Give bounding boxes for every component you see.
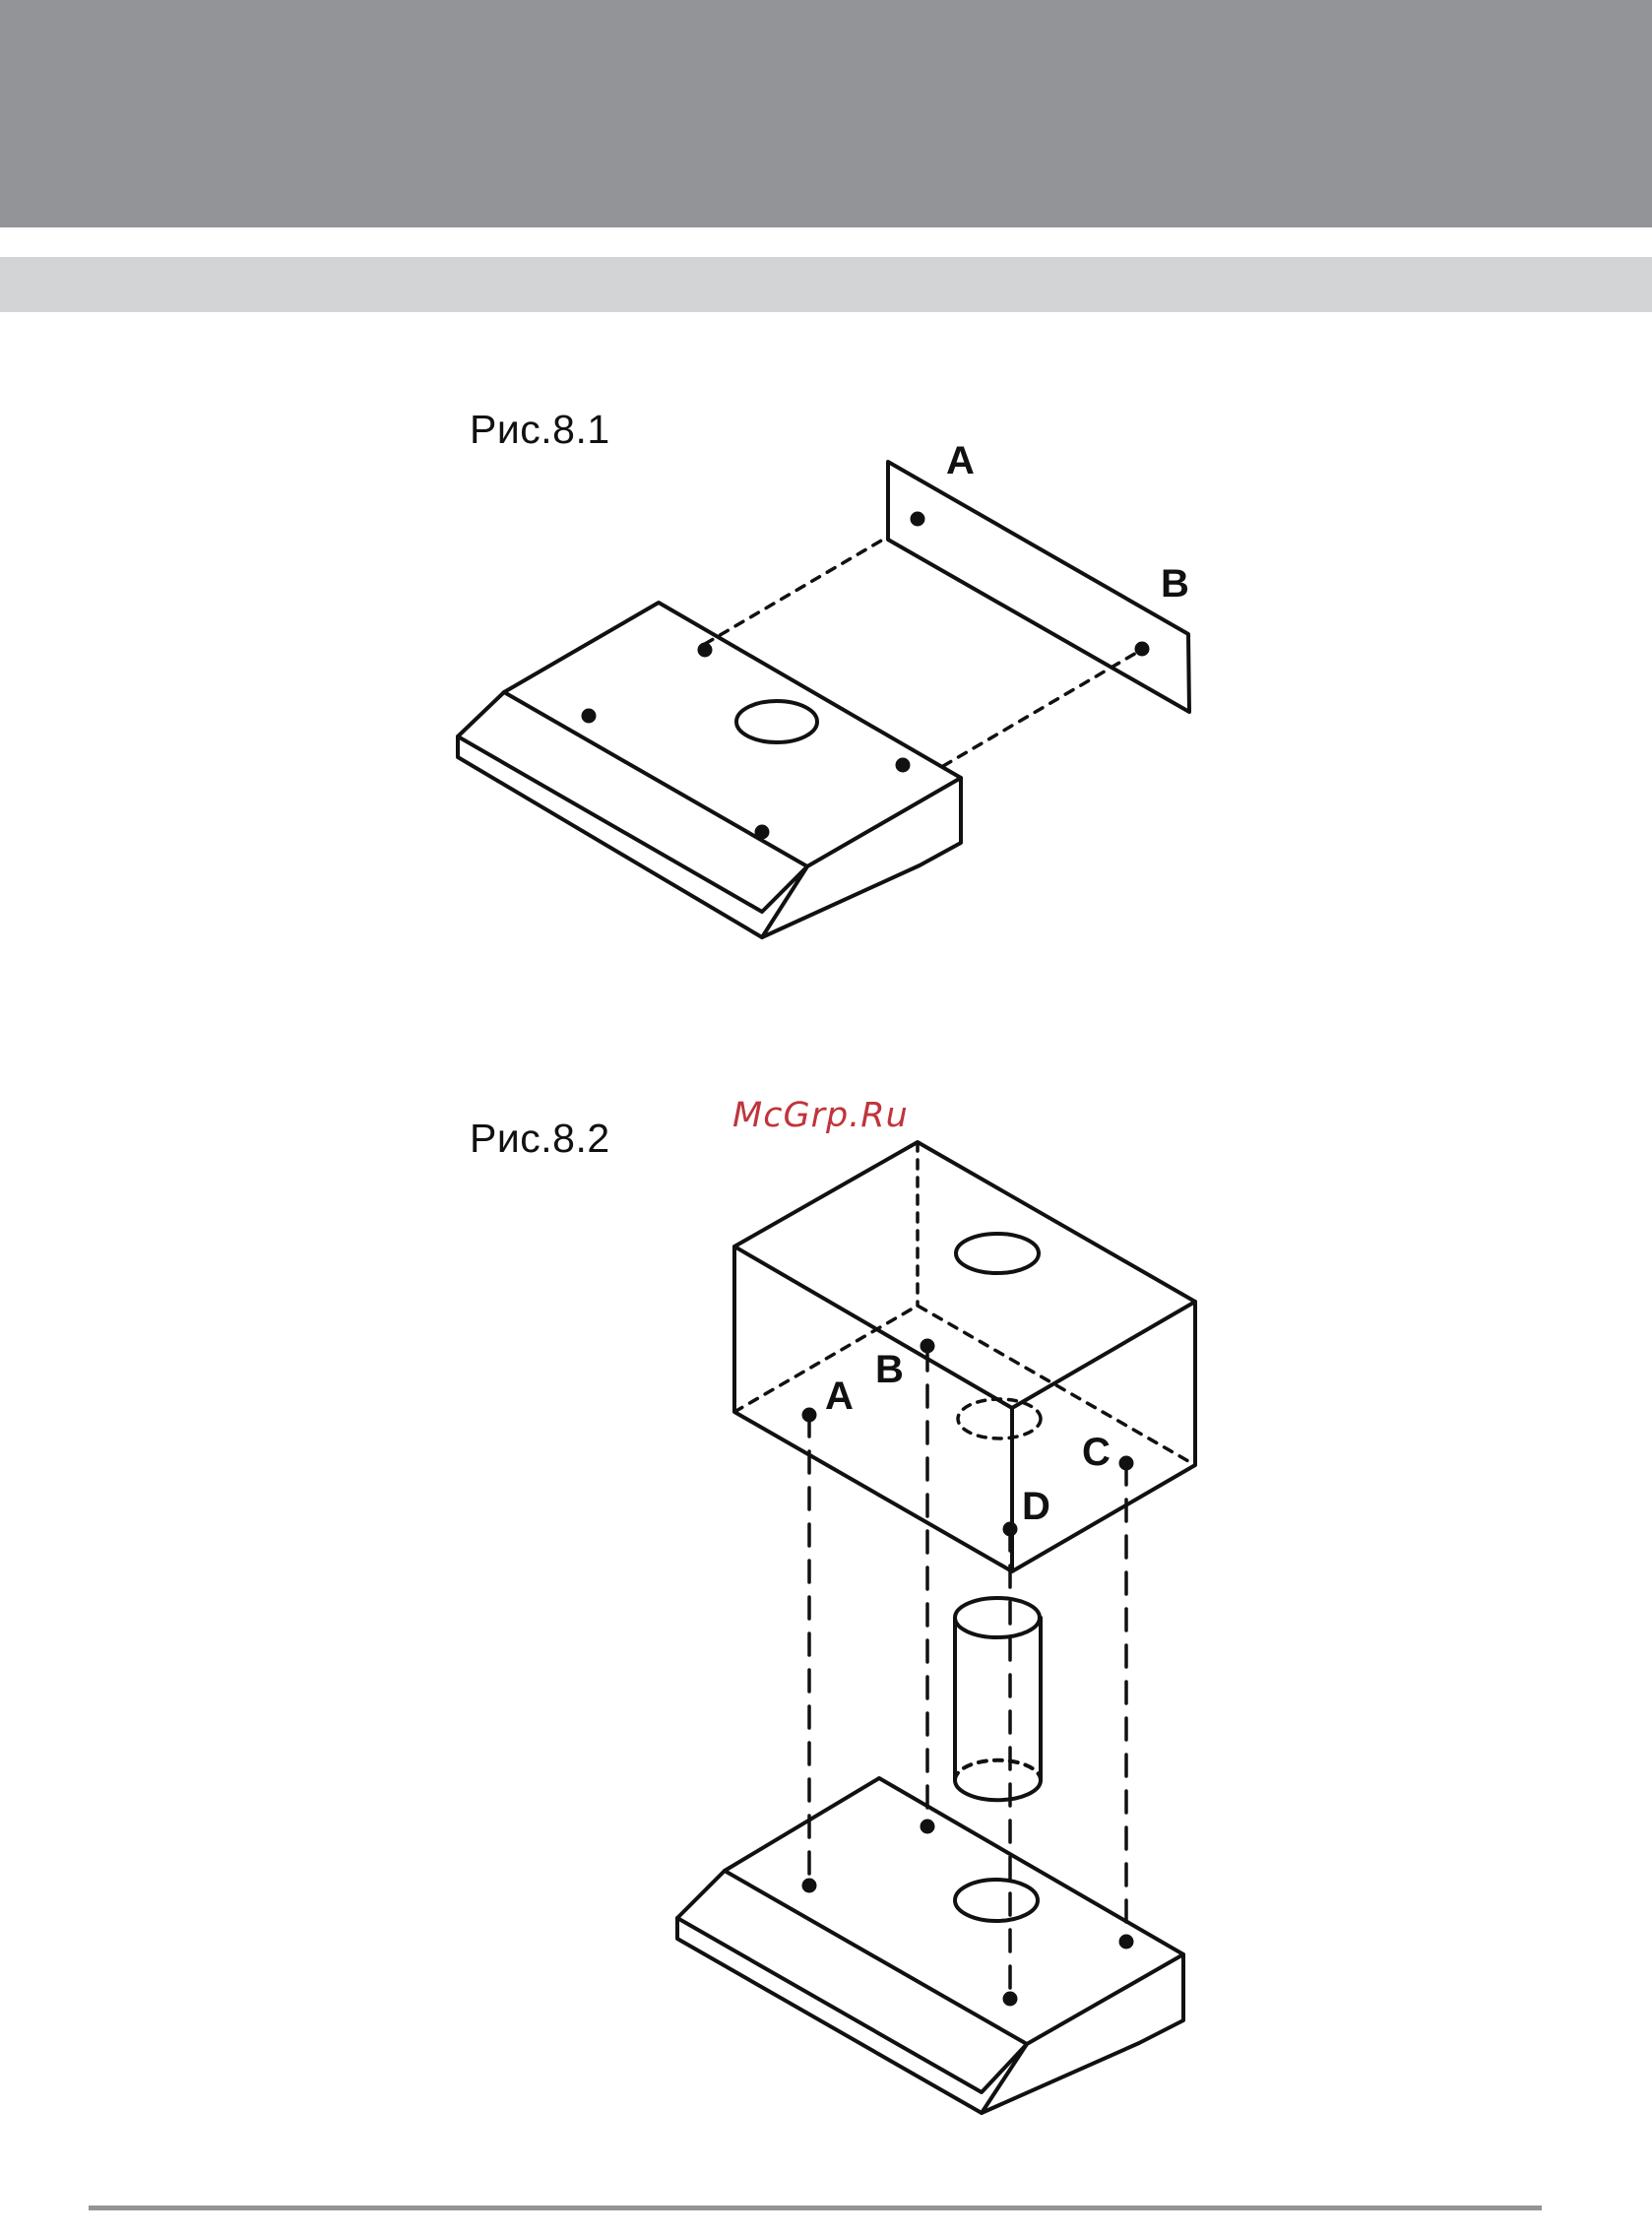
label-bracket-b: B <box>1161 562 1189 606</box>
label-point-b: B <box>875 1348 904 1391</box>
screw-hole <box>922 1822 933 1832</box>
vertical-alignment-lines <box>809 1349 1126 1999</box>
hidden-duct-opening <box>958 1399 1041 1438</box>
screw-hole <box>1005 1994 1016 2005</box>
outlet-circle <box>736 701 817 742</box>
pipe <box>955 1618 1041 1780</box>
screw-hole <box>584 711 595 722</box>
wall-bracket <box>888 462 1189 712</box>
screw-hole <box>898 760 909 771</box>
screw-hole <box>804 1881 815 1891</box>
screw-hole <box>700 645 711 656</box>
figure-8-2 <box>677 1142 1195 2113</box>
screw-hole <box>1005 1524 1016 1535</box>
footer-rule <box>89 2205 1542 2210</box>
label-point-d: D <box>1022 1485 1050 1528</box>
pipe-bottom <box>955 1760 1041 1780</box>
screw-hole <box>1121 1458 1132 1469</box>
lower-outlet <box>955 1880 1038 1921</box>
screw-hole <box>757 827 768 838</box>
lower-hood-edges <box>677 1871 1183 2113</box>
label-bracket-a: A <box>946 439 975 482</box>
label-point-c: C <box>1082 1431 1111 1474</box>
screw-hole <box>1121 1937 1132 1948</box>
label-point-a: A <box>825 1374 854 1418</box>
screw-hole <box>913 514 923 525</box>
screw-hole <box>922 1341 933 1352</box>
pipe-top <box>955 1598 1040 1637</box>
screw-hole <box>804 1410 815 1421</box>
hood-edges <box>458 692 961 937</box>
top-outlet <box>956 1234 1039 1273</box>
figure-8-1 <box>458 462 1189 937</box>
screw-hole <box>1137 644 1148 655</box>
pipe-bottom <box>955 1780 1041 1800</box>
